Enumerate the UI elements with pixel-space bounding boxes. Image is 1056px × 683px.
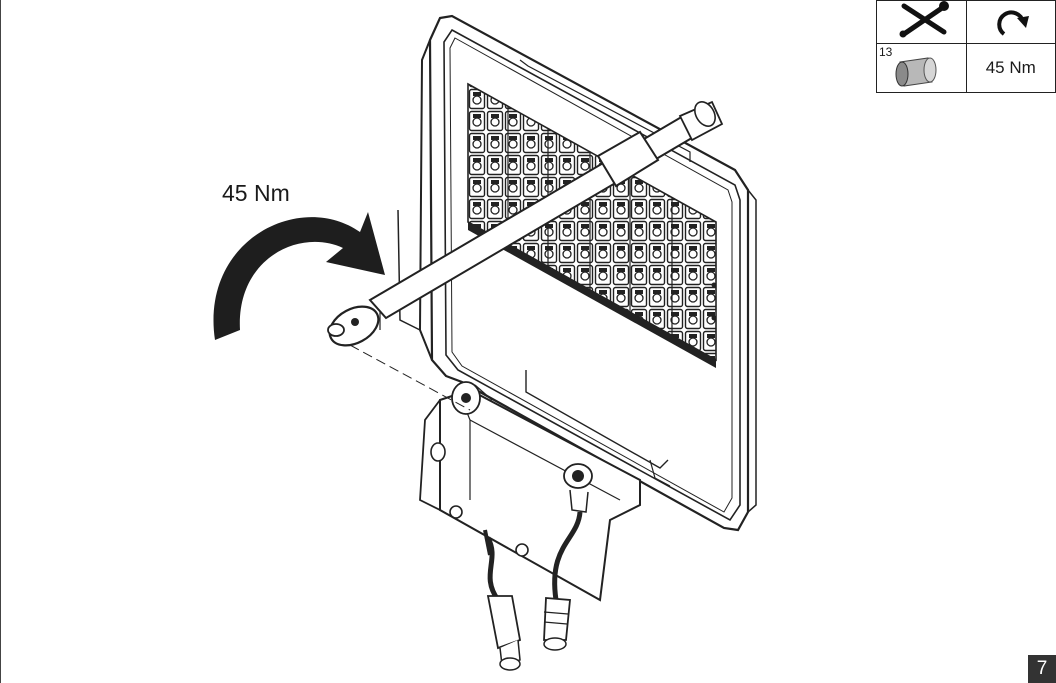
- socket-size-label: 13: [879, 45, 893, 59]
- socket-cell: 13: [876, 43, 967, 93]
- cable-assembly: [485, 463, 593, 671]
- torque-wrench: [327, 100, 724, 411]
- tool-icon-cell: [876, 0, 967, 44]
- torque-value: 45 Nm: [985, 58, 1036, 77]
- torque-annotation: 45 Nm: [222, 180, 290, 206]
- frame-border: [0, 0, 1, 683]
- mounting-bracket: [419, 381, 641, 602]
- torque-value-cell: 45 Nm: [965, 43, 1056, 93]
- curved-rotation-arrow-icon: [213, 212, 385, 340]
- page-number: 7: [1028, 655, 1056, 683]
- torque-icon-cell: [965, 0, 1056, 44]
- tool-spec-table: 13 45 Nm: [876, 0, 1056, 93]
